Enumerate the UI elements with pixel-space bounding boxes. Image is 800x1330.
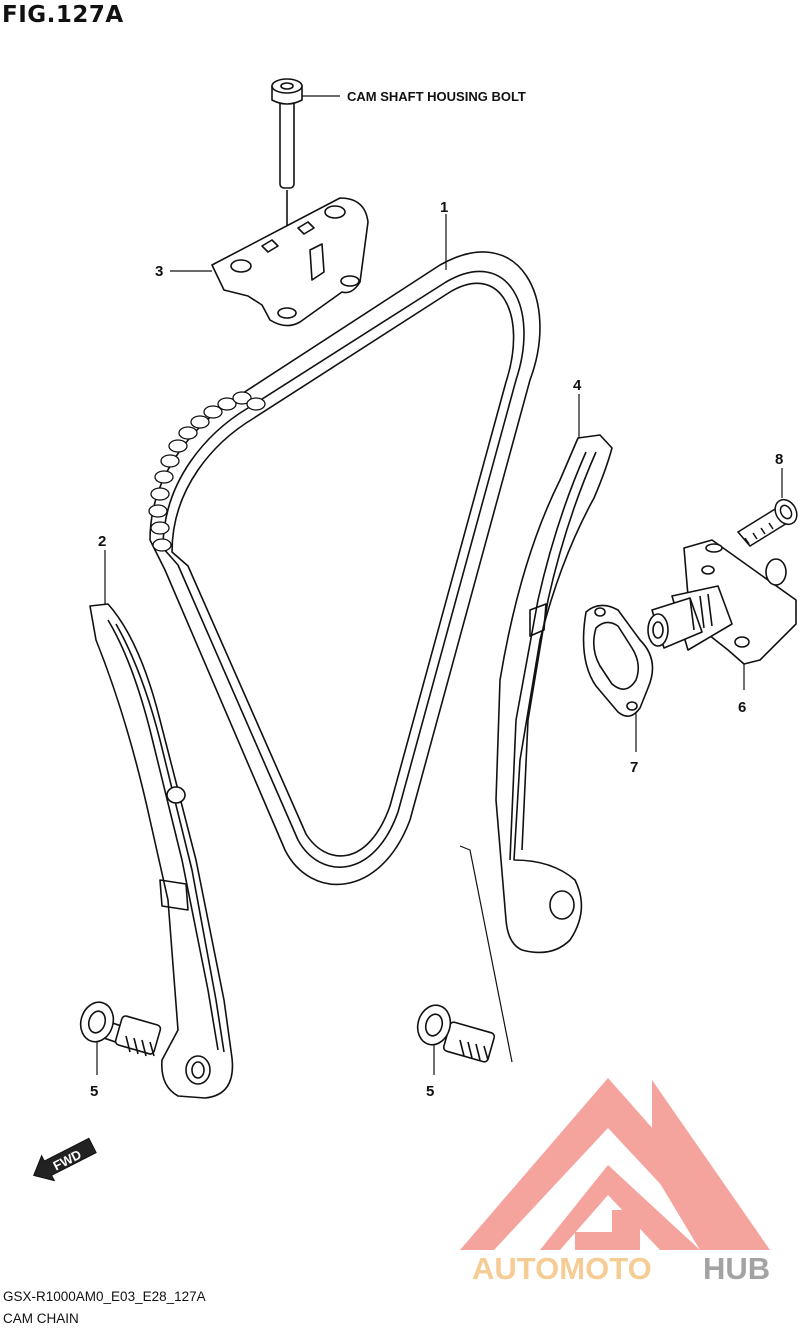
forward-label: FWD [51,1147,84,1174]
tensioner-chain-guide [89,603,234,1099]
callout-1: 1 [440,199,448,216]
cam-chain-tensioner [647,539,797,665]
callout-3: 3 [155,263,163,280]
callout-8: 8 [775,451,783,468]
watermark-logo: AUTOMOTO HUB [460,1078,770,1286]
bolt-label: CAM SHAFT HOUSING BOLT [347,89,526,104]
guide-bolt-left [79,1001,162,1057]
callout-6: 6 [738,699,746,716]
section-name: CAM CHAIN [3,1311,79,1326]
callout-5-right: 5 [426,1083,434,1100]
guide-bolt-right [416,1004,496,1063]
figure-title: FIG.127A [2,2,124,28]
watermark-word-1: AUTOMOTO [472,1251,652,1286]
tensioner-gasket [582,604,654,717]
callout-4: 4 [573,377,582,394]
cam-chain-links [148,391,266,552]
cam-chain [149,251,541,886]
watermark-word-2: HUB [703,1251,770,1286]
callout-7: 7 [630,759,638,776]
upper-chain-guide-plate [211,197,369,327]
tensioner-bolt [736,498,798,547]
fixed-chain-guide [495,434,613,954]
callout-5-left: 5 [90,1083,98,1100]
model-code: GSX-R1000AM0_E03_E28_127A [3,1289,206,1304]
guide-leader [459,845,513,1063]
callout-2: 2 [98,533,106,550]
forward-direction-badge: FWD [33,1137,97,1182]
